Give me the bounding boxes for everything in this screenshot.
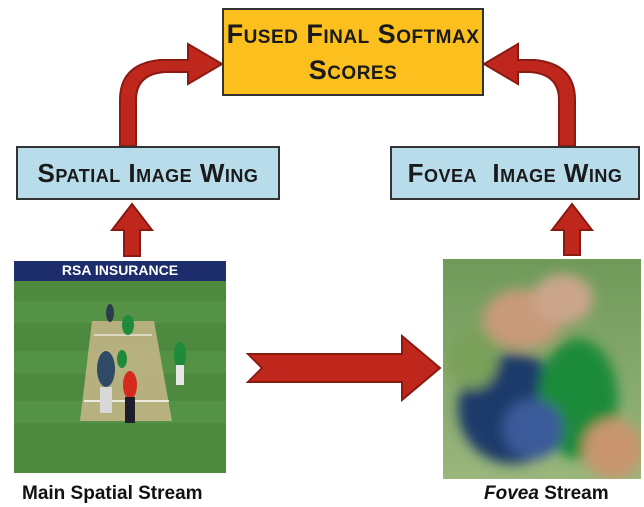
right-arrow-middle (245, 333, 442, 403)
cricket-scene (14, 281, 226, 473)
up-arrow-left (109, 202, 155, 257)
caption-fovea-stream: Fovea Stream (484, 483, 609, 505)
spatial-wing-box: Spatial Image Wing (16, 146, 280, 200)
curved-arrow-right (482, 42, 576, 147)
caption-fovea-rest: Stream (538, 483, 609, 504)
up-arrow-right (549, 202, 595, 256)
curved-arrow-left (119, 42, 224, 147)
caption-fovea-italic: Fovea (484, 483, 539, 504)
fused-softmax-box: Fused Final Softmax Scores (222, 8, 484, 96)
fused-box-line2: Scores (308, 55, 398, 85)
caption-main-stream: Main Spatial Stream (22, 483, 203, 504)
fovea-wing-box: Fovea Image Wing (390, 146, 640, 200)
sponsor-banner (14, 261, 226, 281)
cricket-frame-image: RSA INSURANCE (14, 261, 226, 473)
fovea-crop-image (443, 259, 641, 479)
fovea-scene (443, 259, 641, 479)
sponsor-banner-text: RSA INSURANCE (61, 262, 179, 278)
fused-box-line1: Fused Final Softmax (226, 19, 480, 49)
